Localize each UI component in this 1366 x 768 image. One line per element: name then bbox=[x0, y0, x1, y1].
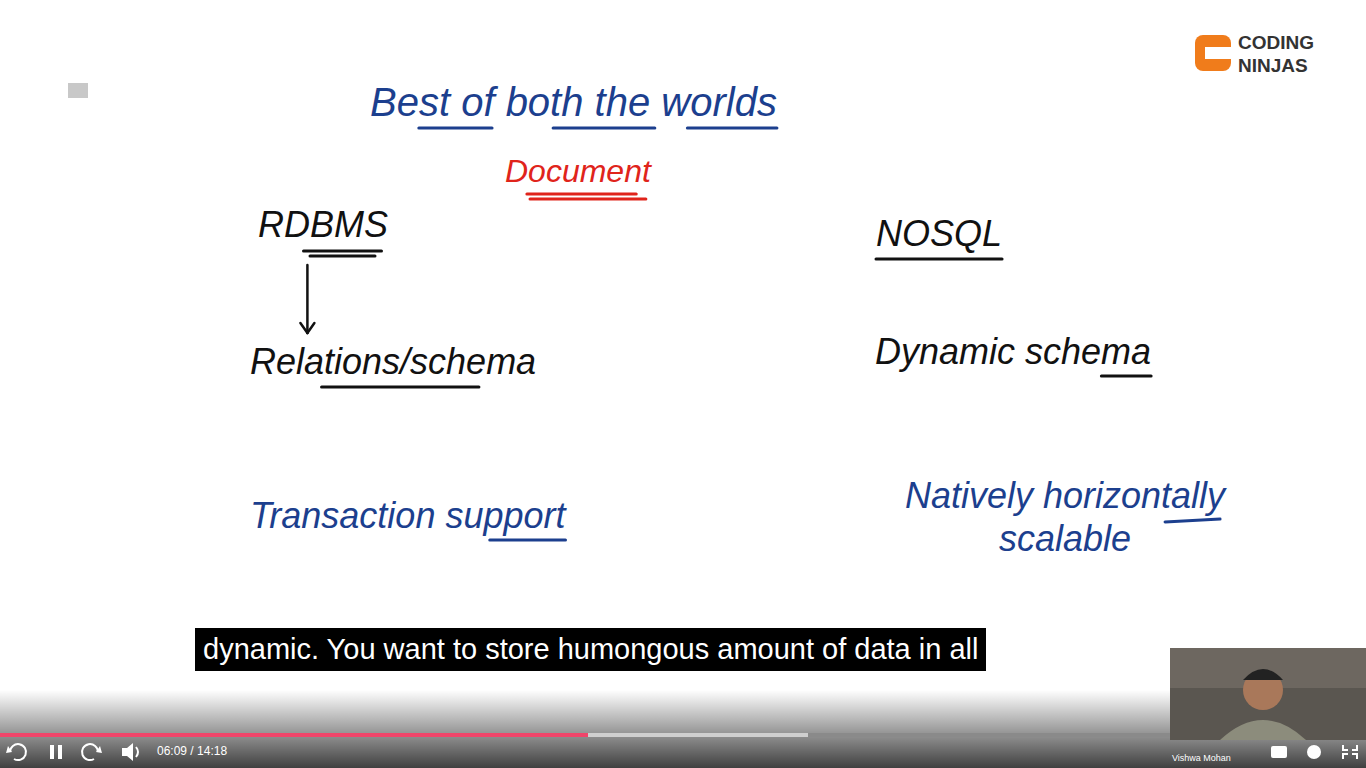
ink-underline bbox=[322, 386, 479, 389]
ink-underline bbox=[1101, 375, 1151, 378]
subtitle-box: dynamic. You want to store humongous amo… bbox=[195, 628, 986, 671]
highlight-word-text: Document bbox=[505, 153, 651, 189]
feature-text: Dynamic schema bbox=[875, 330, 1151, 373]
feature-text: Relations/schema bbox=[250, 340, 536, 383]
ink-underline bbox=[876, 258, 1002, 261]
ink-underline bbox=[419, 127, 492, 130]
feature-text: Transaction support bbox=[250, 494, 566, 537]
ink-underline bbox=[527, 193, 636, 196]
ink-underline bbox=[304, 250, 382, 253]
brand-logo: CODING NINJAS bbox=[1238, 32, 1334, 78]
feature-text: Natively horizontally scalable bbox=[860, 474, 1270, 560]
ink-arrow bbox=[306, 265, 309, 333]
ink-arrow bbox=[307, 323, 314, 333]
feature-text-text: Transaction support bbox=[250, 495, 566, 536]
column-heading: RDBMS bbox=[258, 203, 388, 246]
ink-underline bbox=[530, 198, 646, 201]
progress-track bbox=[0, 733, 1366, 737]
presenter-name-text: Vishwa Mohan bbox=[1172, 753, 1231, 763]
ink-underline bbox=[1165, 519, 1220, 522]
feature-text-text: Dynamic schema bbox=[875, 331, 1151, 372]
progress-bar bbox=[0, 733, 588, 737]
brand-logo-text: CODING NINJAS bbox=[1238, 32, 1314, 76]
player-buttons bbox=[6, 743, 1357, 761]
highlight-word: Document bbox=[505, 152, 651, 190]
video-time-text: 06:09 / 14:18 bbox=[157, 744, 227, 758]
webcam-feed bbox=[1170, 648, 1366, 740]
column-heading: NOSQL bbox=[876, 212, 1002, 255]
control-bar bbox=[0, 690, 1366, 768]
column-heading-text: NOSQL bbox=[876, 213, 1002, 254]
ink-underline bbox=[490, 539, 566, 542]
logo-icon bbox=[1195, 35, 1231, 71]
ink-underline bbox=[687, 127, 777, 130]
ink-underline bbox=[310, 255, 375, 258]
feature-text-text: Natively horizontally scalable bbox=[905, 475, 1225, 559]
buffer-bar bbox=[0, 733, 808, 737]
presenter-name: Vishwa Mohan bbox=[1172, 753, 1231, 764]
column-heading-text: RDBMS bbox=[258, 204, 388, 245]
subtitle-text: dynamic. You want to store humongous amo… bbox=[203, 633, 978, 665]
ink-underline bbox=[553, 127, 655, 130]
ink-arrow bbox=[300, 323, 307, 333]
feature-text-text: Relations/schema bbox=[250, 341, 536, 382]
small-icon bbox=[68, 83, 88, 98]
board-title-text: Best of both the worlds bbox=[370, 80, 777, 124]
video-time: 06:09 / 14:18 bbox=[157, 744, 227, 758]
board-title: Best of both the worlds bbox=[370, 78, 777, 126]
